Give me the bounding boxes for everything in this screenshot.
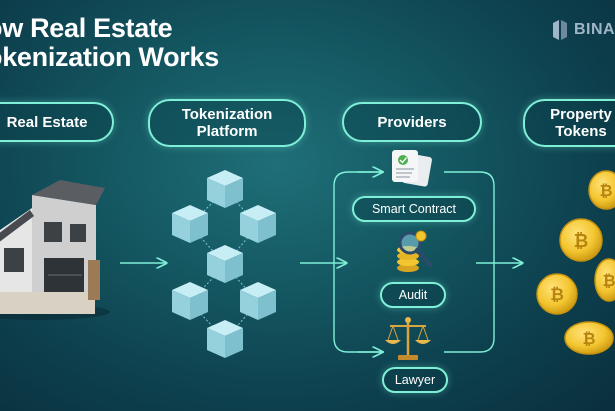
platform-label-line-1: Tokenization: [181, 106, 273, 123]
cube-5: [172, 282, 208, 320]
provider-lawyer: Lawyer: [382, 367, 448, 393]
cube-4: [207, 245, 243, 283]
provider-smart-contract: Smart Contract: [352, 196, 476, 222]
tokens-label-line-2: Tokens: [555, 123, 607, 140]
brand-logo: BINA: [552, 20, 615, 40]
svg-text:₿: ₿: [550, 285, 564, 304]
step-providers: Providers: [342, 102, 482, 142]
title-line-2: okenization Works: [0, 42, 219, 72]
gold-coin-icon: ₿: [564, 321, 614, 355]
step-tokenization-platform: Tokenization Platform: [148, 99, 306, 147]
gold-coin-icon: ₿: [588, 170, 615, 210]
cube-3: [240, 205, 276, 243]
coin-magnifier-icon: [397, 230, 432, 272]
svg-text:₿: ₿: [582, 330, 595, 348]
title-line-1: ow Real Estate: [0, 13, 173, 43]
tokens-label-line-1: Property: [550, 106, 612, 123]
house-illustration: [0, 180, 110, 320]
step-real-estate-label: Real Estate: [6, 113, 88, 131]
gold-coin-icon: ₿: [559, 218, 603, 262]
scales-icon: [385, 317, 431, 360]
svg-text:₿: ₿: [574, 231, 589, 251]
cube-1: [207, 170, 243, 208]
lawyer-label: Lawyer: [394, 372, 436, 387]
svg-text:₿: ₿: [602, 272, 615, 290]
blockchain-cubes: [172, 170, 276, 358]
step-property-tokens: Property Tokens: [523, 99, 615, 147]
cube-7: [207, 320, 243, 358]
step-providers-label: Providers: [377, 113, 447, 131]
provider-audit: Audit: [380, 282, 446, 308]
svg-text:₿: ₿: [599, 182, 612, 200]
cube-6: [240, 282, 276, 320]
gold-coin-icon: ₿: [594, 258, 615, 302]
smart-contract-label: Smart Contract: [371, 201, 457, 216]
document-check-icon: [392, 150, 432, 187]
brand-name: BINA: [574, 21, 615, 38]
binance-logo-icon: [553, 20, 567, 40]
gold-coins: ₿ ₿ ₿ ₿ ₿: [536, 170, 615, 355]
providers-bracket: [333, 171, 495, 353]
page-title: ow Real Estate okenization Works: [0, 14, 219, 72]
audit-label: Audit: [398, 287, 428, 302]
gold-coin-icon: ₿: [536, 273, 578, 315]
platform-label-line-2: Platform: [196, 123, 258, 140]
step-real-estate: Real Estate: [0, 102, 114, 142]
cube-2: [172, 205, 208, 243]
